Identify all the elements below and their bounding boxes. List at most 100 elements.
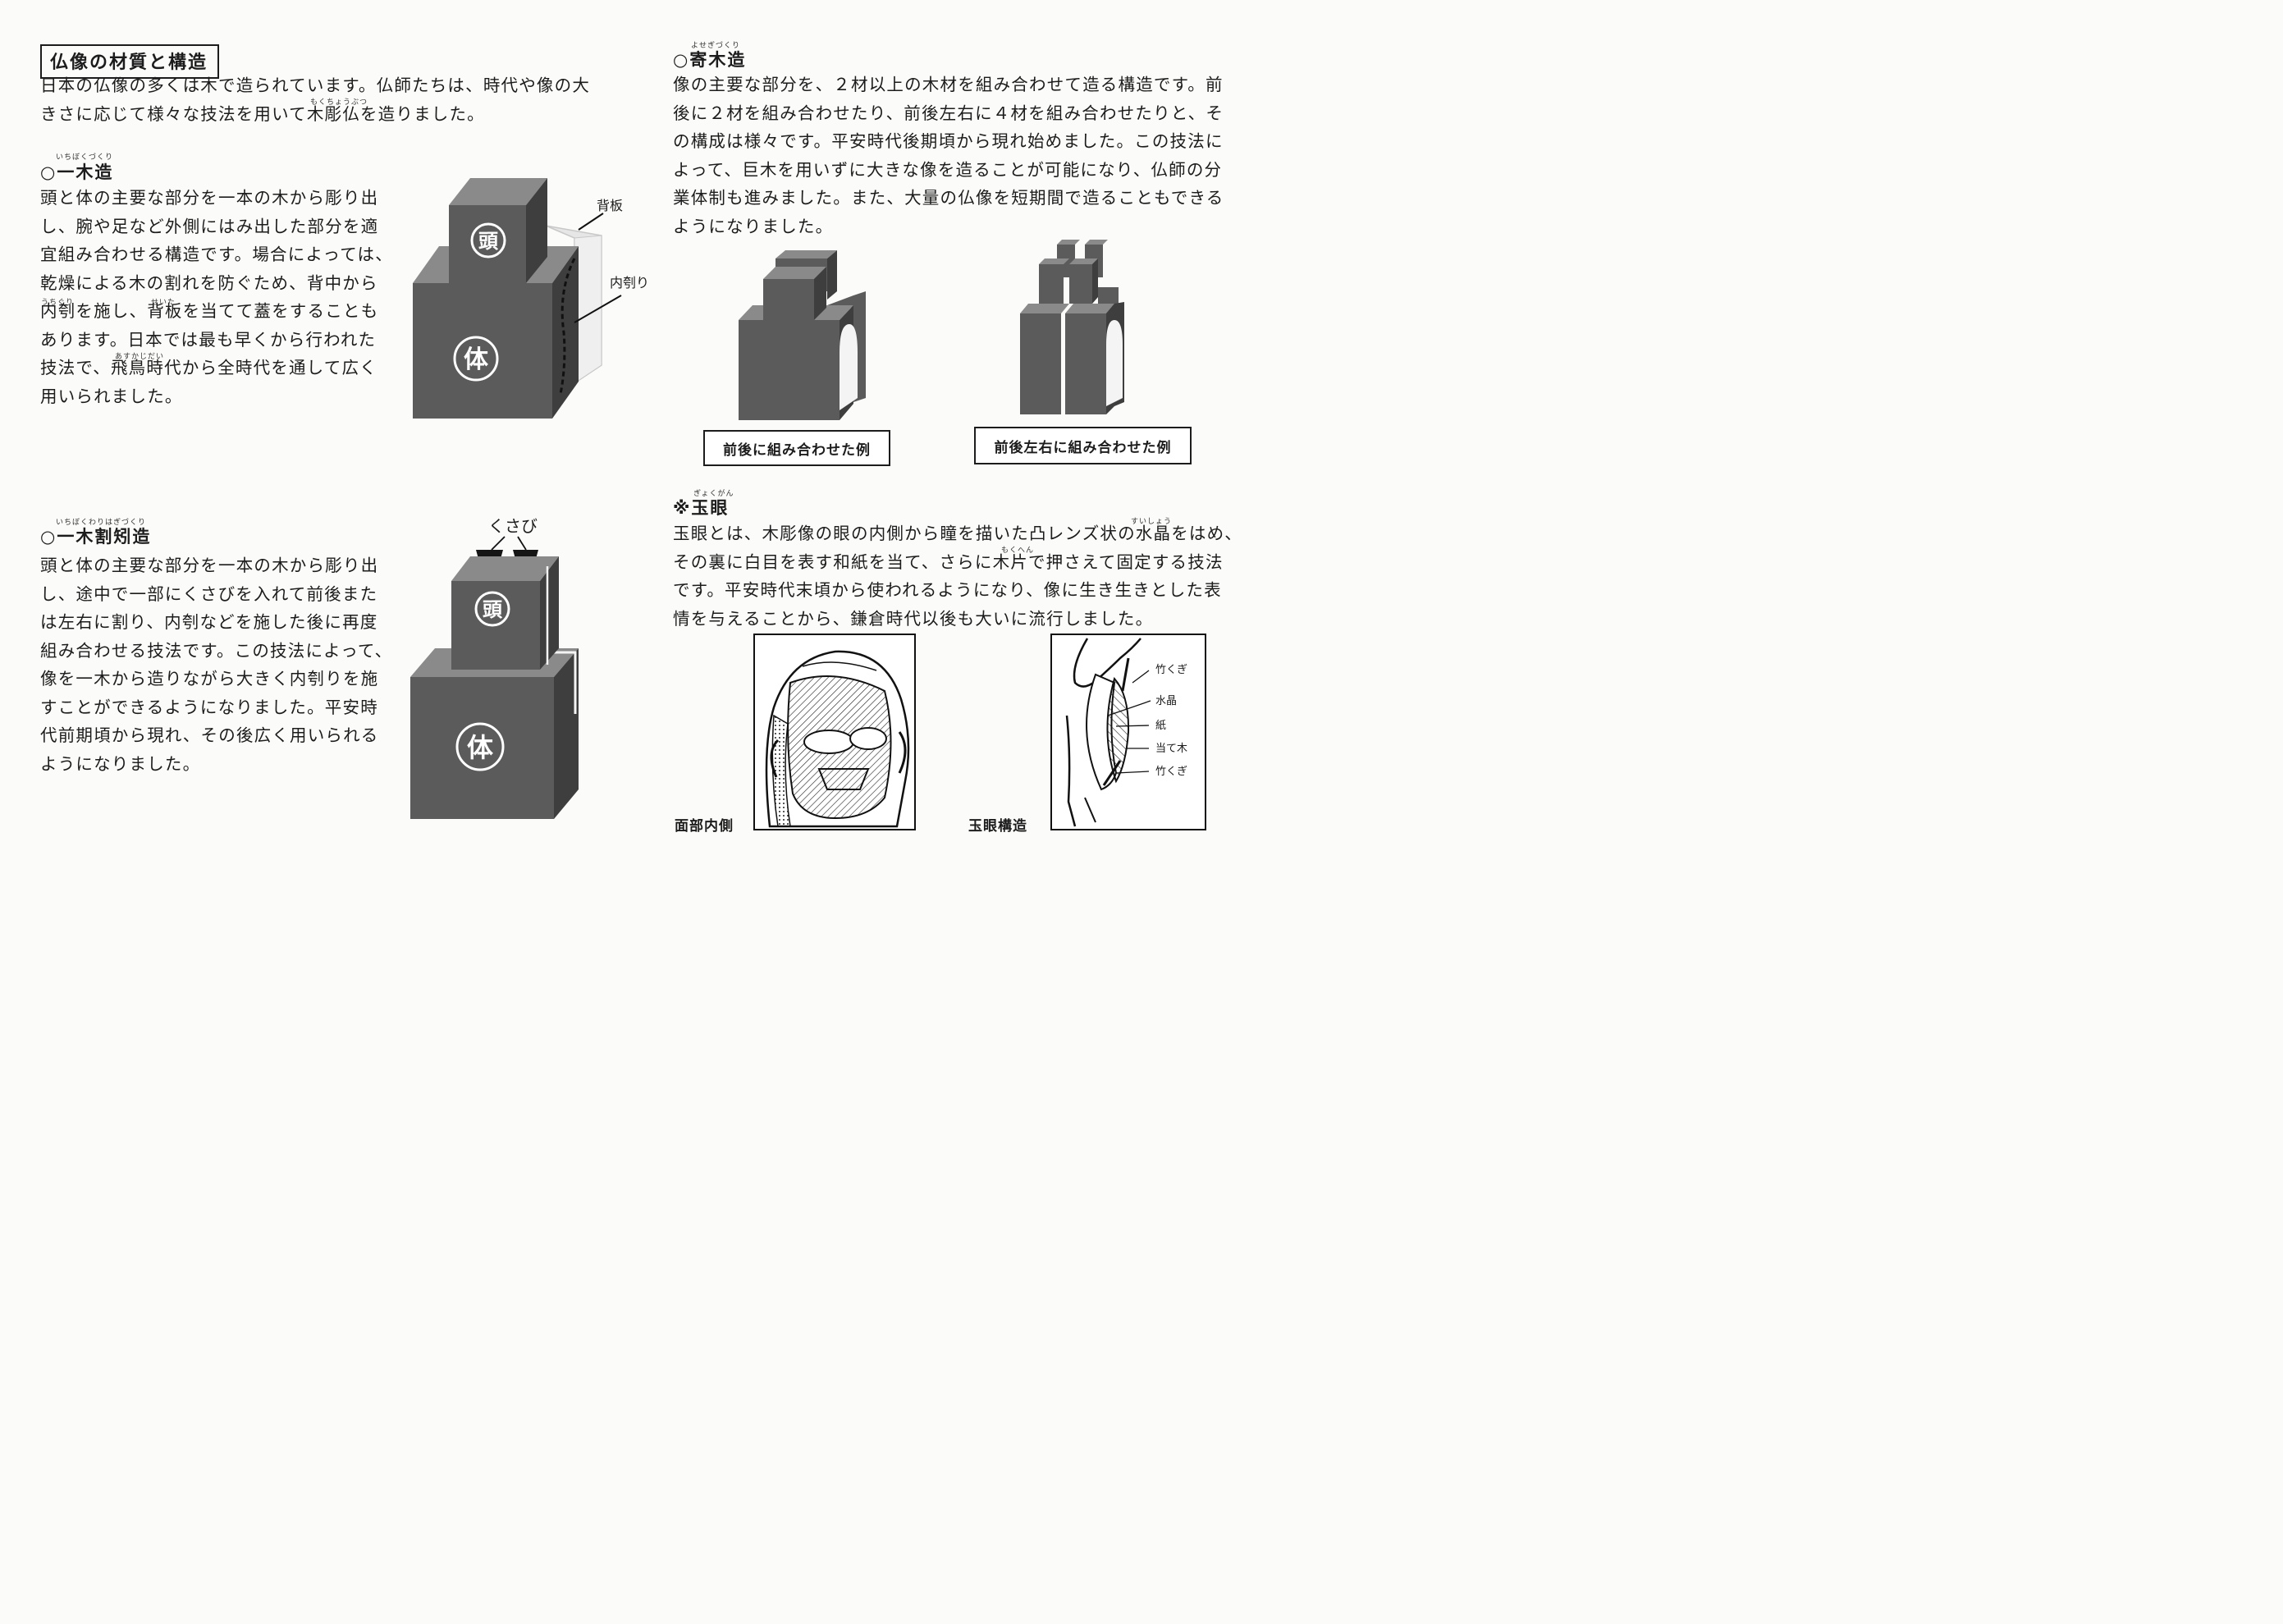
ruby-yosegi: よせぎづくり xyxy=(691,42,741,50)
ruby-asuka: あすかじだい xyxy=(115,353,165,361)
yosegi-front-back-diagram xyxy=(739,250,866,420)
body-char-circle xyxy=(455,722,505,771)
mouth-area xyxy=(817,768,870,790)
ichiboku-line: あります。日本では最も早くから行われた xyxy=(40,329,377,350)
ichiboku-line: 内刳を施し、背板を当てて蓋をすることも xyxy=(40,301,379,321)
ichiboku-line: 技法で、飛鳥時代から全時代を通して広く xyxy=(40,358,377,377)
cheek-outline xyxy=(1065,715,1077,827)
leader-kusabi-1 xyxy=(491,536,506,551)
head-char: 頭 xyxy=(483,598,503,621)
head-char-circle xyxy=(474,591,510,627)
eye-right xyxy=(849,727,887,750)
yosegi-paragraph: 像の主要な部分を、２材以上の木材を組み合わせて造る構造です。前 後に２材を組み合… xyxy=(673,71,1224,240)
bamboo-peg-bottom xyxy=(1102,760,1122,786)
ichiboku-line: 乾燥による木の割れを防ぐため、背中から xyxy=(40,272,378,293)
ruby-ichiboku-warihagi: いちぼくわりはぎづくり xyxy=(56,519,147,527)
eye-left xyxy=(803,730,854,754)
front-body xyxy=(739,320,840,420)
yosegi-line: よって、巨木を用いずに大きな像を造ることが可能になり、仏師の分 xyxy=(673,159,1223,180)
yosegi-line: の構成は様々です。平安時代後期頃から現れ始めました。この技法に xyxy=(673,131,1224,151)
ichiboku-line: 頭と体の主要な部分を一本の木から彫り出 xyxy=(40,188,379,208)
ruby-uchiguri: うちぐり xyxy=(41,299,75,307)
face-interior-diagram xyxy=(753,634,916,830)
ruby-mokuhen: もくへん xyxy=(1001,547,1035,555)
head-front xyxy=(449,205,526,283)
head-side xyxy=(526,178,547,283)
ichiboku-line: し、腕や足など外側にはみ出した部分を適 xyxy=(40,216,379,236)
hollow-edge xyxy=(559,258,576,395)
head-char-circle xyxy=(470,222,506,258)
label-kusabi: くさび xyxy=(488,516,538,536)
body-char-circle xyxy=(453,336,499,382)
ear-left xyxy=(770,739,780,778)
gyokugan-line: その裏に白目を表す和紙を当て、さらに木片で押さえて固定する技法 xyxy=(673,551,1224,572)
leader-seita xyxy=(578,213,604,231)
warihagi-line: 代前期頃から現れ、その後広く用いられる xyxy=(40,725,379,745)
label-uchiguri: 内刳り xyxy=(610,275,649,290)
front-head-right xyxy=(1069,264,1092,304)
caption-front-back: 前後に組み合わせた例 xyxy=(703,430,890,466)
yosegi-line: 像の主要な部分を、２材以上の木材を組み合わせて造る構造です。前 xyxy=(673,75,1224,94)
ichiboku-line: 用いられました。 xyxy=(40,386,183,406)
leader-lines xyxy=(1107,670,1151,774)
page-title: 仏像の材質と構造 xyxy=(40,44,220,79)
label-bamboo-peg-1: 竹くぎ xyxy=(1155,664,1187,676)
gyokugan-line: 玉眼とは、木彫像の眼の内側から瞳を描いた凸レンズ状の水晶をはめ、 xyxy=(673,524,1242,543)
front-body-right xyxy=(1065,313,1106,414)
body-front xyxy=(410,677,554,819)
front-head-left-top xyxy=(1039,258,1069,264)
intro-line-1: 日本の仏像の多くは木で造られています。仏師たちは、時代や像の大 xyxy=(40,75,591,95)
front-head-top xyxy=(763,267,826,279)
ichiboku-paragraph: 頭と体の主要な部分を一本の木から彫り出 し、腕や足など外側にはみ出した部分を適 … xyxy=(40,184,393,410)
heading-ichiboku-warihagi: ○一木割矧造 xyxy=(40,527,152,547)
front-head-side xyxy=(814,267,826,320)
caption-four-piece: 前後左右に組み合わせた例 xyxy=(974,427,1192,464)
front-body-left xyxy=(1020,313,1061,414)
warihagi-line: 組み合わせる技法です。この技法によって、 xyxy=(40,640,393,661)
yosegi-line: 後に２材を組み合わせたり、前後左右に４材を組み合わせたりと、そ xyxy=(673,103,1224,123)
ruby-seita: せいた xyxy=(151,299,176,307)
neck-line xyxy=(1084,797,1096,823)
ichiboku-diagram: 頭 体 背板 内刳り xyxy=(413,178,649,419)
head-side xyxy=(540,556,559,670)
warihagi-line: ようになりました。 xyxy=(40,753,201,774)
intro-line-2: きさに応じて様々な技法を用いて木彫仏を造りました。 xyxy=(40,103,485,124)
front-head-front xyxy=(763,279,814,320)
warihagi-line: 像を一木から造りながら大きく内刳りを施 xyxy=(40,669,379,688)
eye-structure-diagram: 竹くぎ 水晶 紙 当て木 竹くぎ xyxy=(1050,634,1206,830)
back-piece-top xyxy=(775,250,837,258)
label-paper: 紙 xyxy=(1155,720,1166,732)
label-backing-block: 当て木 xyxy=(1155,743,1187,755)
head-char: 頭 xyxy=(478,230,499,253)
intro-paragraph: 日本の仏像の多くは木で造られています。仏師たちは、時代や像の大 きさに応じて様々… xyxy=(40,71,590,128)
front-head-right-side xyxy=(1092,258,1098,304)
hollow-arch xyxy=(840,324,858,410)
body-side xyxy=(552,246,579,419)
front-head-left xyxy=(1039,264,1064,304)
head-top xyxy=(449,178,547,205)
yosegi-line: ようになりました。 xyxy=(673,216,834,236)
body-char: 体 xyxy=(464,345,489,374)
warihagi-line: は左右に割り、内刳などを施した後に再度 xyxy=(40,612,378,632)
yosegi-four-piece-diagram xyxy=(1020,240,1124,414)
caption-eye-structure: 玉眼構造 xyxy=(968,818,1027,835)
gyokugan-paragraph: 玉眼とは、木彫像の眼の内側から瞳を描いた凸レンズ状の水晶をはめ、 その裏に白目を… xyxy=(673,519,1242,633)
back-head-right-top xyxy=(1085,240,1108,245)
hollow-arch xyxy=(1106,320,1123,406)
label-bamboo-peg-2: 竹くぎ xyxy=(1155,766,1187,778)
front-body-left-top xyxy=(1020,304,1069,313)
body-char: 体 xyxy=(467,732,493,763)
front-head-right-top xyxy=(1069,258,1098,264)
gyokugan-line: です。平安時代末頃から使われるようになり、像に生き生きとした表 xyxy=(673,580,1222,600)
back-head-left-top xyxy=(1057,240,1080,245)
leader-kusabi-2 xyxy=(517,536,527,551)
warihagi-line: すことができるようになりました。平安時 xyxy=(40,697,378,717)
heading-ichiboku: ○一木造 xyxy=(40,162,114,182)
hairline xyxy=(802,661,877,671)
back-piece-side xyxy=(827,250,837,300)
front-body-right-top xyxy=(1065,304,1114,313)
label-crystal: 水晶 xyxy=(1155,695,1177,707)
ruby-mokuchoubutsu: もくちょうぶつ xyxy=(310,98,368,107)
yosegi-line: 業体制も進みました。また、大量の仏像を短期間で造ることもできる xyxy=(673,188,1224,208)
label-seita: 背板 xyxy=(597,198,623,213)
